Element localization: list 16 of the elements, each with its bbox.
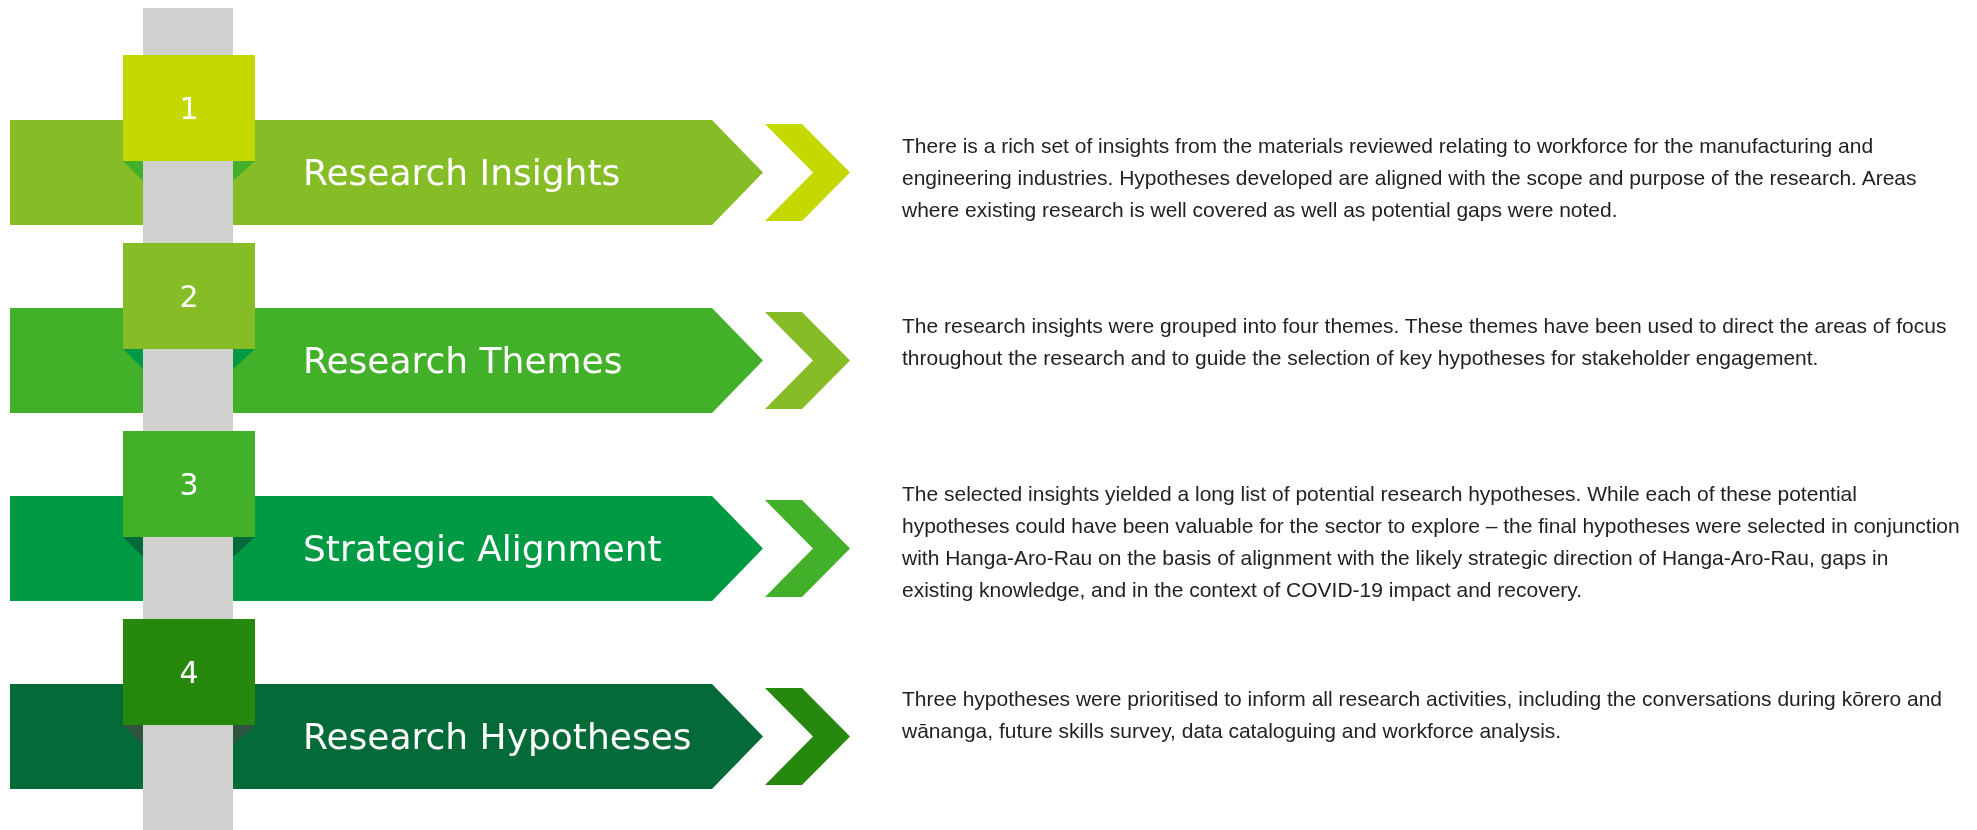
step-title: Research Themes [303, 340, 623, 381]
step-number: 2 [123, 243, 255, 349]
step-number: 3 [123, 431, 255, 537]
step-title: Research Hypotheses [303, 716, 692, 757]
chevron-arrow [765, 312, 850, 409]
step-title: Strategic Alignment [303, 528, 662, 569]
chevron-arrow [765, 124, 850, 221]
chevron-arrow [765, 688, 850, 785]
chevron-arrow [765, 500, 850, 597]
description-paragraph: Three hypotheses were prioritised to inform all research activities, including the conversations during kōrero and wānanga, future skills survey, data cataloguing and workforce analysis. [902, 686, 1944, 744]
description-paragraph: There is a rich set of insights from the materials reviewed relating to workforce for the manufacturing and engineering industries. Hypotheses developed are aligned with the scope and purpose of the research. Areas where existing research is well covered as well as potential gaps were noted. [902, 133, 1918, 223]
step-title: Research Insights [303, 152, 621, 193]
step-number: 1 [123, 55, 255, 161]
step-number: 4 [123, 619, 255, 725]
description-paragraph: The selected insights yielded a long list of potential research hypotheses. While each of these potential hypotheses could have been valuable for the sector to explore – the final hypotheses were selected in conjunction with Hanga-Aro-Rau on the basis of alignment with the likely strategic direction of Hanga-Aro-Rau, gaps in existing knowledge, and in the context of COVID-19 impact and recovery. [902, 481, 1961, 603]
description-paragraph: The research insights were grouped into four themes. These themes have been used to direct the areas of focus throughout the research and to guide the selection of key hypotheses for stakeholder engagement. [902, 313, 1948, 371]
